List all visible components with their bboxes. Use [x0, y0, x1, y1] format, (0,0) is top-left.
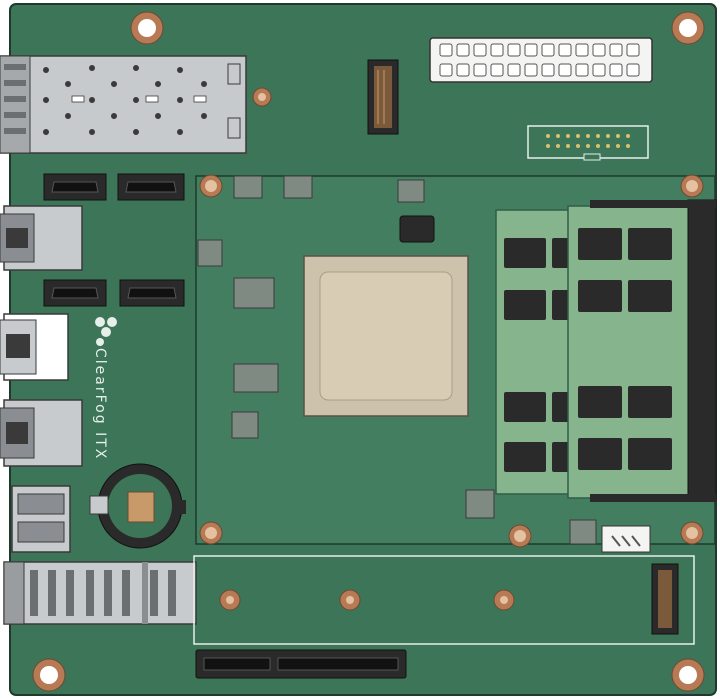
m2-connector-bottom — [651, 563, 679, 635]
ethernet-jack — [0, 313, 69, 381]
expansion-card-outline — [193, 555, 695, 645]
mounting-hole-icon — [671, 658, 705, 692]
sodimm-slot — [590, 199, 717, 502]
mounting-hole-icon — [32, 658, 66, 692]
usb-connector — [11, 485, 71, 553]
standoff-small-top — [252, 87, 272, 107]
som-mounting-hole — [199, 174, 223, 198]
sfp-cage — [0, 55, 247, 154]
mounting-hole-icon — [671, 11, 705, 45]
m2-connector-top — [367, 59, 399, 135]
som-mounting-hole — [680, 521, 704, 545]
sata-connector — [43, 173, 107, 201]
sata-connector — [43, 279, 107, 307]
small-ic — [399, 215, 435, 243]
smd-component — [197, 175, 597, 545]
front-panel-header — [527, 125, 649, 161]
standoff — [493, 589, 515, 611]
som-mounting-hole — [508, 524, 532, 548]
sata-connector — [119, 279, 185, 307]
atx-power-connector — [429, 37, 653, 83]
standoff — [339, 589, 361, 611]
ethernet-jack — [0, 205, 83, 271]
soc-processor — [303, 255, 469, 417]
ram-module — [567, 205, 693, 499]
mounting-hole-icon — [130, 11, 164, 45]
ethernet-jack — [0, 399, 83, 467]
solidrun-logo-icon — [95, 317, 117, 346]
som-mounting-hole — [199, 521, 223, 545]
fan-connector — [601, 525, 651, 553]
pcie-slot — [195, 649, 407, 679]
som-mounting-hole — [680, 174, 704, 198]
coin-cell-battery — [89, 463, 186, 549]
usb-quad-cage — [3, 561, 197, 625]
ram-module — [495, 209, 575, 495]
sata-connector — [117, 173, 185, 201]
standoff — [219, 589, 241, 611]
board-brand-label: ClearFog ITX — [92, 348, 108, 460]
